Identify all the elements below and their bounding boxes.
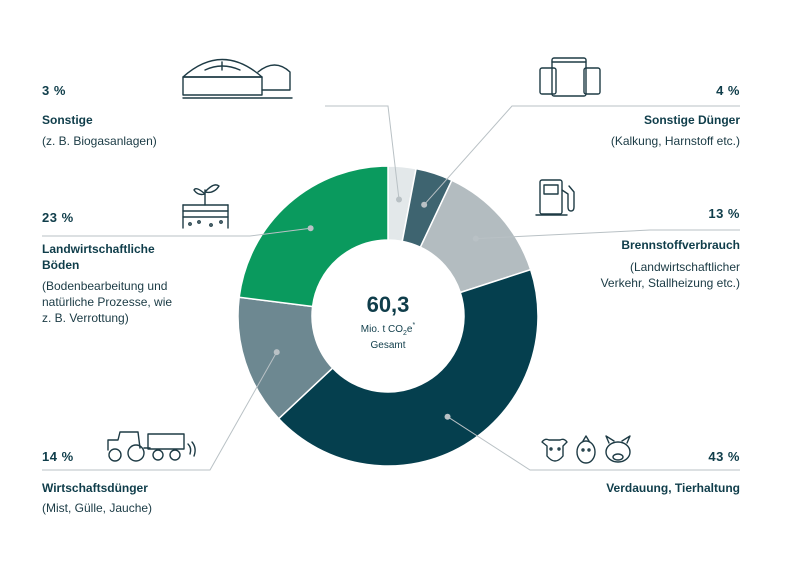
slice-boeden xyxy=(238,165,389,308)
leader-line-sonstige xyxy=(325,105,400,200)
slice-verdauung xyxy=(277,268,539,467)
leader-lines xyxy=(42,105,740,471)
detail-boeden-1: (Bodenbearbeitung und xyxy=(42,279,167,293)
pct-wirtschaftsduenger: 14 % xyxy=(42,449,74,464)
pct-sonstige-duenger: 4 % xyxy=(716,83,740,98)
donut-hole xyxy=(313,241,463,391)
leader-line-sonstige-duenger xyxy=(423,105,740,206)
donut-slices xyxy=(237,165,539,467)
leader-line-wirtschaftsduenger xyxy=(42,351,278,471)
pct-brennstoff: 13 % xyxy=(708,206,740,221)
detail-brennstoff-2: Verkehr, Stallheizung etc.) xyxy=(601,276,740,290)
leader-line-brennstoff xyxy=(475,229,740,240)
soil-plant-icon xyxy=(182,184,229,229)
farm-animals-icon xyxy=(541,435,631,464)
label-boeden-2: Böden xyxy=(42,258,79,272)
pct-boeden: 23 % xyxy=(42,210,74,225)
label-boeden-1: Landwirtschaftliche xyxy=(42,242,155,256)
detail-brennstoff-1: (Landwirtschaftlicher xyxy=(630,260,740,274)
label-sonstige-duenger: Sonstige Dünger xyxy=(644,113,740,127)
fertilizer-bags-icon xyxy=(539,57,601,97)
label-sonstige: Sonstige xyxy=(42,113,93,127)
detail-boeden-3: z. B. Verrottung) xyxy=(42,311,129,325)
biogas-plant-icon xyxy=(182,58,293,99)
center-unit: Mio. t CO2e* xyxy=(361,322,416,337)
detail-wirtschaftsduenger: (Mist, Gülle, Jauche) xyxy=(42,501,152,515)
leader-line-verdauung xyxy=(447,416,740,471)
label-verdauung: Verdauung, Tierhaltung xyxy=(606,481,740,495)
detail-sonstige: (z. B. Biogasanlagen) xyxy=(42,134,157,148)
pct-sonstige: 3 % xyxy=(42,83,66,98)
detail-sonstige-duenger: (Kalkung, Harnstoff etc.) xyxy=(611,134,740,148)
leader-line-boeden xyxy=(42,227,311,237)
center-total: 60,3 xyxy=(367,292,410,317)
fuel-pump-icon xyxy=(535,179,575,216)
tractor-trailer-icon xyxy=(107,431,196,462)
detail-boeden-2: natürliche Prozesse, wie xyxy=(42,295,172,309)
label-brennstoff: Brennstoffverbrauch xyxy=(621,238,740,252)
center-label: Gesamt xyxy=(370,340,405,351)
label-wirtschaftsduenger: Wirtschaftsdünger xyxy=(42,481,148,495)
pct-verdauung: 43 % xyxy=(708,449,740,464)
